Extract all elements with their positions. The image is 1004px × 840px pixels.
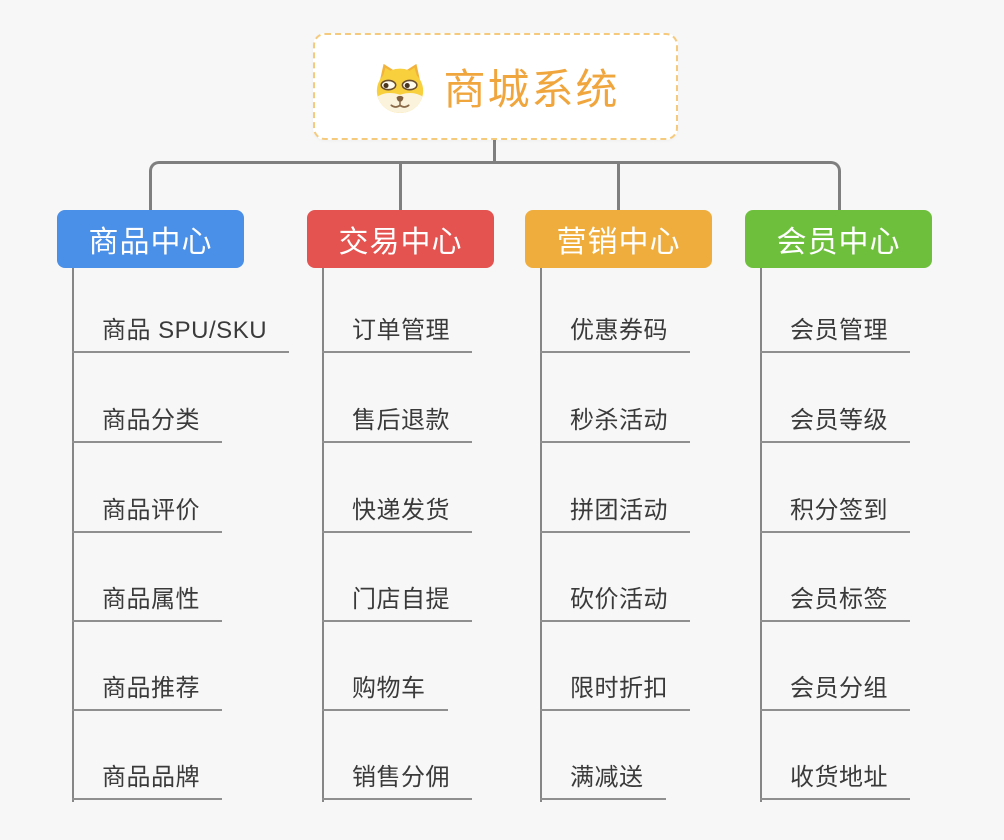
child-topic[interactable]: 订单管理	[322, 309, 472, 353]
branch-rail-marketing	[540, 268, 542, 802]
branch-node-product[interactable]: 商品中心	[57, 210, 244, 268]
child-topic[interactable]: 商品 SPU/SKU	[72, 309, 290, 353]
child-topic[interactable]: 商品属性	[72, 578, 222, 622]
child-topic[interactable]: 会员管理	[760, 309, 910, 353]
child-topic[interactable]: 快递发货	[322, 489, 472, 533]
child-topic[interactable]: 收货地址	[760, 756, 910, 800]
connector-elbow-left	[149, 161, 496, 211]
child-topic[interactable]: 积分签到	[760, 489, 910, 533]
child-topic[interactable]: 优惠券码	[540, 309, 690, 353]
child-topic[interactable]: 商品分类	[72, 399, 222, 443]
connector-elbow-right	[494, 161, 841, 211]
child-topic[interactable]: 商品评价	[72, 489, 222, 533]
child-topic[interactable]: 会员标签	[760, 578, 910, 622]
child-topic[interactable]: 商品品牌	[72, 756, 222, 800]
branch-rail-product	[72, 268, 74, 802]
root-title: 商城系统	[443, 66, 620, 113]
branch-label: 营销中心	[556, 226, 681, 259]
branch-node-marketing[interactable]: 营销中心	[525, 210, 712, 268]
branch-label: 商品中心	[88, 226, 213, 259]
branch-node-member[interactable]: 会员中心	[745, 210, 932, 268]
connector-drop-marketing	[617, 163, 620, 210]
child-topic[interactable]: 会员分组	[760, 667, 910, 711]
branch-label: 会员中心	[776, 226, 901, 259]
child-topic[interactable]: 满减送	[540, 756, 666, 800]
connector-drop-trade	[399, 163, 402, 210]
child-topic[interactable]: 购物车	[322, 667, 448, 711]
dog-face-icon	[377, 63, 424, 113]
root-node[interactable]: 商城系统	[313, 33, 678, 140]
child-topic[interactable]: 会员等级	[760, 399, 910, 443]
child-topic[interactable]: 秒杀活动	[540, 399, 690, 443]
child-topic[interactable]: 商品推荐	[72, 667, 222, 711]
branch-rail-member	[760, 268, 762, 802]
child-topic[interactable]: 售后退款	[322, 399, 472, 443]
child-topic[interactable]: 砍价活动	[540, 578, 690, 622]
child-topic[interactable]: 门店自提	[322, 578, 472, 622]
branch-rail-trade	[322, 268, 324, 802]
branch-node-trade[interactable]: 交易中心	[307, 210, 494, 268]
child-topic[interactable]: 拼团活动	[540, 489, 690, 533]
child-topic[interactable]: 限时折扣	[540, 667, 690, 711]
branch-label: 交易中心	[338, 226, 463, 259]
connector-root-stub	[493, 140, 496, 164]
child-topic[interactable]: 销售分佣	[322, 756, 472, 800]
